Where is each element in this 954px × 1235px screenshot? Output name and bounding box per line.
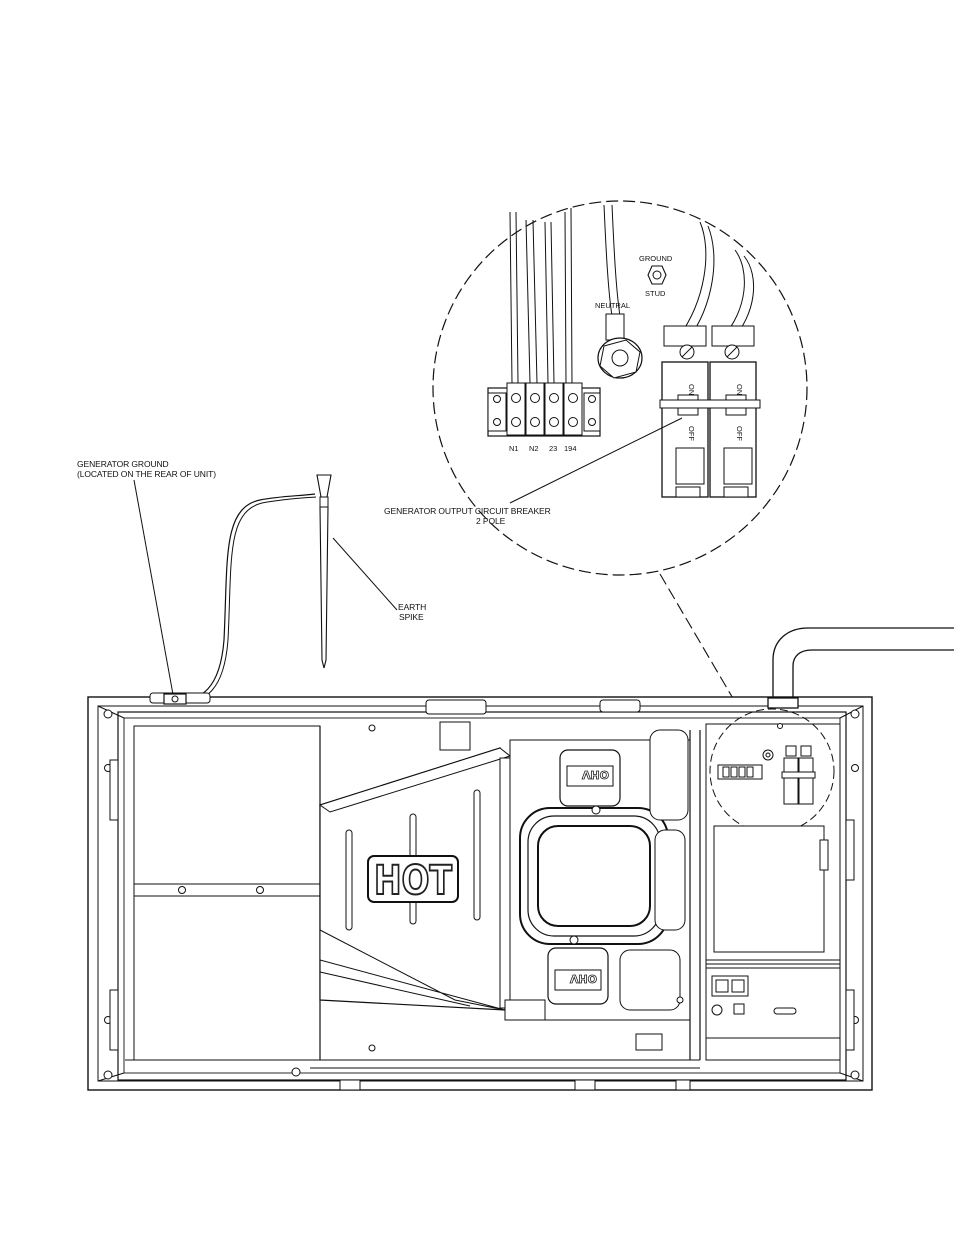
generator-ground-label-line2: (LOCATED ON THE REAR OF UNIT) <box>77 469 216 479</box>
neutral-wire <box>604 205 624 340</box>
generator-ground-leader <box>134 480 174 700</box>
generator-enclosure: HOT OHV OHV <box>88 628 954 1090</box>
terminal-label-194: 194 <box>564 444 577 453</box>
terminal-wires <box>510 208 572 383</box>
earth-spike-leader <box>333 538 397 610</box>
circuit-breaker-icon: ON ON OFF OFF <box>660 326 760 497</box>
hot-decal: HOT <box>374 858 453 904</box>
breaker-label-line1: GENERATOR OUTPUT CIRCUIT BREAKER <box>384 506 551 516</box>
ground-stud-label-line2: STUD <box>645 289 666 298</box>
svg-text:OFF: OFF <box>735 426 744 441</box>
terminal-positions <box>507 383 582 435</box>
earth-spike-label-line1: EARTH <box>398 602 426 612</box>
neutral-lug <box>598 338 642 378</box>
terminal-label-n2: N2 <box>529 444 539 453</box>
terminal-label-n1: N1 <box>509 444 519 453</box>
left-compartment <box>125 726 320 1060</box>
breaker-label-line2: 2 POLE <box>476 516 506 526</box>
detail-view: N1 N2 23 194 NEUTRAL GROUND STUD <box>384 201 807 724</box>
ground-stud-icon <box>648 266 666 284</box>
ground-connection: EARTH SPIKE GENERATOR GROUND (LOCATED ON… <box>77 459 426 702</box>
svg-text:OFF: OFF <box>687 426 696 441</box>
terminal-label-23: 23 <box>549 444 557 453</box>
engine-badge-bottom: OHV <box>569 972 597 985</box>
earth-spike-icon <box>317 475 331 668</box>
earth-spike-label-line2: SPIKE <box>399 612 424 622</box>
conduit-pipe <box>768 628 954 708</box>
breaker-wires <box>678 222 754 340</box>
ground-cable <box>180 494 315 700</box>
generator-ground-label-line1: GENERATOR GROUND <box>77 459 169 469</box>
neutral-label: NEUTRAL <box>595 301 630 310</box>
control-compartment <box>706 709 840 1060</box>
ground-stud-label-line1: GROUND <box>639 254 673 263</box>
svg-text:ON: ON <box>735 384 744 395</box>
engine-badge-top: OHV <box>581 768 609 781</box>
terminal-block <box>488 383 600 436</box>
svg-text:ON: ON <box>687 384 696 395</box>
